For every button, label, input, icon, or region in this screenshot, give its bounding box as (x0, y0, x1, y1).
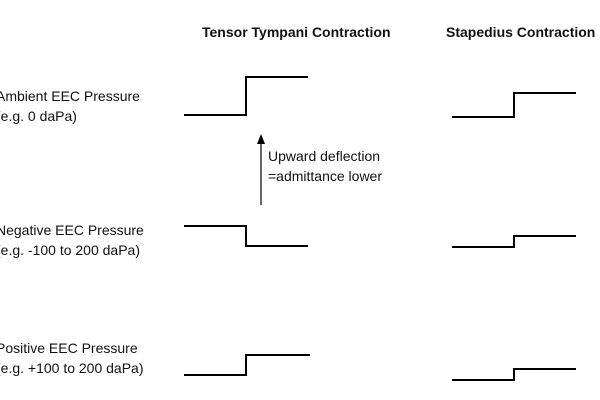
positive-tensor-trace (184, 354, 310, 376)
positive-pressure-label: Positive EEC Pressure (e.g. +100 to 200 … (0, 338, 144, 378)
negative-pressure-label-line1: Negative EEC Pressure (0, 222, 144, 238)
positive-stapedius-trace (452, 368, 576, 381)
ambient-pressure-label-line2: (e.g. 0 daPa) (0, 108, 77, 124)
upward-arrow (257, 134, 265, 205)
ambient-stapedius-trace (452, 92, 576, 118)
negative-tensor-trace (184, 225, 308, 247)
deflection-note: Upward deflection =admittance lower (268, 146, 382, 186)
positive-pressure-label-line1: Positive EEC Pressure (0, 340, 138, 356)
ambient-pressure-label: Ambient EEC Pressure (e.g. 0 daPa) (0, 86, 140, 126)
negative-pressure-label: Negative EEC Pressure (e.g. -100 to 200 … (0, 220, 144, 260)
deflection-note-line1: Upward deflection (268, 148, 381, 164)
ambient-pressure-label-line1: Ambient EEC Pressure (0, 88, 140, 104)
positive-pressure-label-line2: (e.g. +100 to 200 daPa) (0, 360, 144, 376)
negative-stapedius-trace (452, 235, 576, 248)
stapedius-title: Stapedius Contraction (446, 24, 596, 40)
ambient-tensor-trace (184, 76, 308, 116)
negative-pressure-label-line2: (e.g. -100 to 200 daPa) (0, 242, 140, 258)
tensor-tympani-title: Tensor Tympani Contraction (202, 24, 391, 40)
deflection-note-line2: =admittance lower (268, 168, 383, 184)
